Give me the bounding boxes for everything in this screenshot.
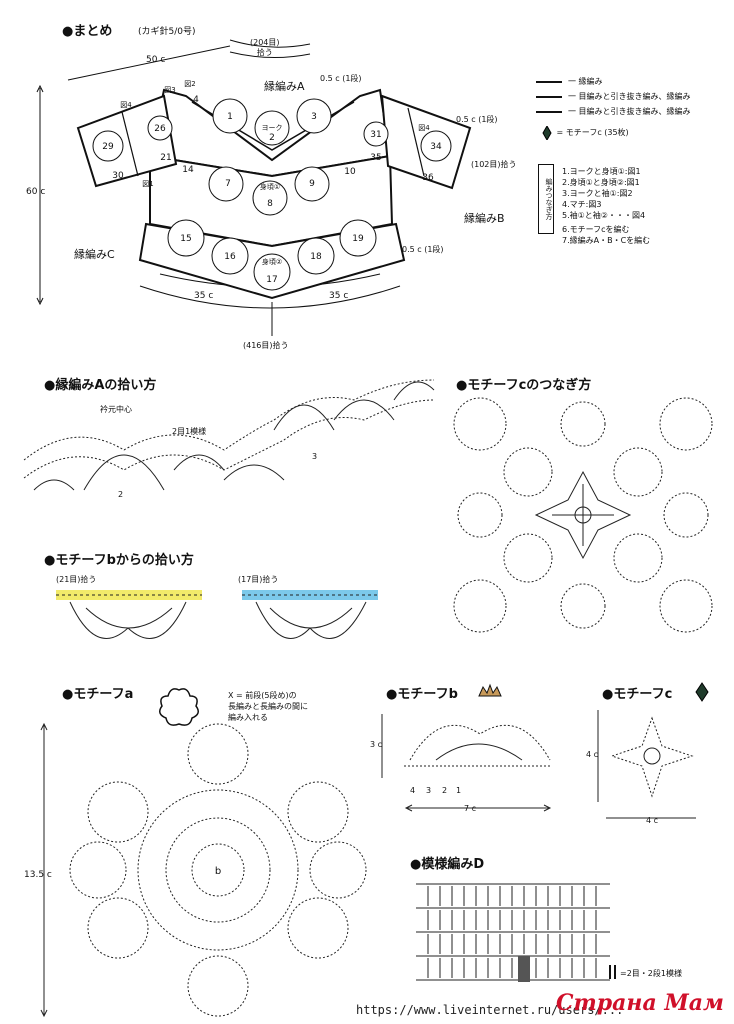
join-step: 1.ヨークと身頃①:図1 <box>562 167 641 176</box>
motif-num: 15 <box>180 234 191 244</box>
summary-title: ●まとめ <box>62 24 113 39</box>
motif-num: 21 <box>160 153 171 163</box>
pickup-bottom: (416目)拾う <box>243 341 289 350</box>
motif-a-title: ●モチーフa <box>62 687 134 702</box>
motif-num: 7 <box>225 179 231 189</box>
legend-item: 一 目編みと引き抜き編み、縁編み <box>536 89 691 104</box>
pick-17-label: (17目)拾う <box>238 575 279 584</box>
motif-num: 26 <box>154 124 166 134</box>
dim-width-top: 50 c <box>146 55 166 65</box>
motif-c-width: 4 c <box>646 816 659 825</box>
source-url[interactable]: https://www.liveinternet.ru/users/... <box>356 1003 624 1017</box>
dim-height: 60 c <box>26 187 46 197</box>
edge-a-label: 縁編みA <box>264 80 305 93</box>
pick-21-label: (21目)拾う <box>56 575 97 584</box>
fig-label: 図3 <box>164 86 175 94</box>
motif-num: 18 <box>310 252 322 262</box>
fig-label: 図4 <box>418 124 430 132</box>
motif-a-center-label: b <box>215 866 221 877</box>
pickup-top: (204目) 拾う <box>250 38 280 57</box>
motif-b-row: 1 <box>456 786 462 795</box>
edge-a-num: 2 <box>118 490 124 499</box>
motif-b-pick-chart <box>56 594 378 639</box>
row-note-1: 0.5 c (1段) <box>320 74 362 83</box>
join-steps: 1.ヨークと身頃①:図1 2.身頃①と身頃②:図1 3.ヨークと袖①:図2 4.… <box>562 166 650 246</box>
fig-label: 図1 <box>142 180 153 188</box>
motif-b-height: 3 c <box>370 740 383 749</box>
edge-a-chart <box>23 379 435 491</box>
motif-num: 29 <box>102 142 114 152</box>
motif-num: 4 <box>193 95 199 105</box>
fig-label: 図2 <box>184 80 195 88</box>
motif-num: 31 <box>370 130 381 140</box>
row-note-2: 0.5 c (1段) <box>456 115 498 124</box>
motif-num: 8 <box>267 199 273 209</box>
motif-a-note: X = 前段(5段め)の 長編みと長編みの間に 編み入れる <box>228 691 308 722</box>
motif-c-join-chart <box>453 397 713 633</box>
join-step: 5.袖①と袖②・・・図4 <box>562 211 646 220</box>
panel-label: ヨーク <box>262 124 283 132</box>
motif-b-chart <box>381 714 552 812</box>
join-title: 編みつなぎ方 <box>538 164 554 234</box>
motif-num: 16 <box>224 252 236 262</box>
motif-c-icon <box>542 124 552 141</box>
motif-num: 1 <box>227 112 233 122</box>
watermark-logo: Страна Мам <box>556 990 724 1016</box>
motif-num: 19 <box>352 234 364 244</box>
edge-a-num: 3 <box>312 452 318 461</box>
motif-c-chart <box>597 710 696 819</box>
motif-num: 30 <box>112 171 124 181</box>
motif-num: 17 <box>266 275 277 285</box>
join-step: 7.縁編みA・B・Cを編む <box>562 236 651 245</box>
garment-schematic: 1 2 3 7 8 9 15 16 17 18 19 29 26 31 34 4… <box>36 39 472 336</box>
motif-c-join-title: ●モチーフcのつなぎ方 <box>456 378 592 393</box>
panel-label: 身頃② <box>262 257 282 266</box>
fig-label: 図4 <box>120 101 132 109</box>
hook-size: (カギ針5/0号) <box>138 27 196 37</box>
motif-num: 34 <box>430 142 442 152</box>
motif-a-shape-icon <box>159 688 199 726</box>
pattern-d-title: ●模様編みD <box>410 857 485 872</box>
edge-a-center-label: 衿元中心 <box>100 405 132 414</box>
pattern-d-chart <box>416 883 610 982</box>
motif-a-size: 13.5 c <box>24 870 52 880</box>
motif-num: 2 <box>269 133 275 143</box>
edge-c-label: 縁編みC <box>74 248 115 261</box>
motif-b-row: 4 <box>410 786 416 795</box>
edge-a-repeat-label: 2目1模様 <box>172 427 207 436</box>
motif-b-row: 3 <box>426 786 432 795</box>
motif-num: 14 <box>182 165 194 175</box>
pickup-right: (102目)拾う <box>471 160 517 169</box>
pattern-d-note: =2目・2段1模様 <box>620 969 682 978</box>
motif-b-title: ●モチーフb <box>386 687 458 702</box>
join-step: 2.身頃①と身頃②:図1 <box>562 178 640 187</box>
join-step: 4.マチ:図3 <box>562 200 602 209</box>
legend-item: 一 縁編み <box>536 74 691 89</box>
join-step: 6.モチーフcを編む <box>562 225 630 234</box>
motif-c-icon <box>695 682 709 702</box>
motif-a-chart: b <box>40 722 367 1018</box>
dim-hem-left: 35 c <box>194 291 214 301</box>
pattern-d-repeat-icon <box>609 965 616 979</box>
motif-num: 35 <box>370 153 381 163</box>
motif-c-height: 4 c <box>586 750 599 759</box>
legend: 一 縁編み 一 目編みと引き抜き編み、縁編み 一 目編みと引き抜き編み、縁編み … <box>536 74 691 141</box>
motif-num: 36 <box>422 173 434 183</box>
panel-label: 身頃① <box>260 182 280 191</box>
legend-item: 一 目編みと引き抜き編み、縁編み <box>536 104 691 119</box>
motif-num: 9 <box>309 179 315 189</box>
edge-a-title: ●縁編みAの拾い方 <box>44 378 157 393</box>
motif-num: 10 <box>344 167 356 177</box>
motif-b-pick-title: ●モチーフbからの拾い方 <box>44 553 194 568</box>
legend-motif-c: = モチーフc (35枚) <box>536 124 691 141</box>
row-note-3: 0.5 c (1段) <box>402 245 444 254</box>
edge-b-label: 縁編みB <box>464 212 505 225</box>
dim-hem-right: 35 c <box>329 291 349 301</box>
motif-b-row: 2 <box>442 786 448 795</box>
join-step: 3.ヨークと袖①:図2 <box>562 189 633 198</box>
motif-num: 3 <box>311 112 317 122</box>
motif-b-icon <box>478 683 502 697</box>
motif-c-title: ●モチーフc <box>602 687 673 702</box>
